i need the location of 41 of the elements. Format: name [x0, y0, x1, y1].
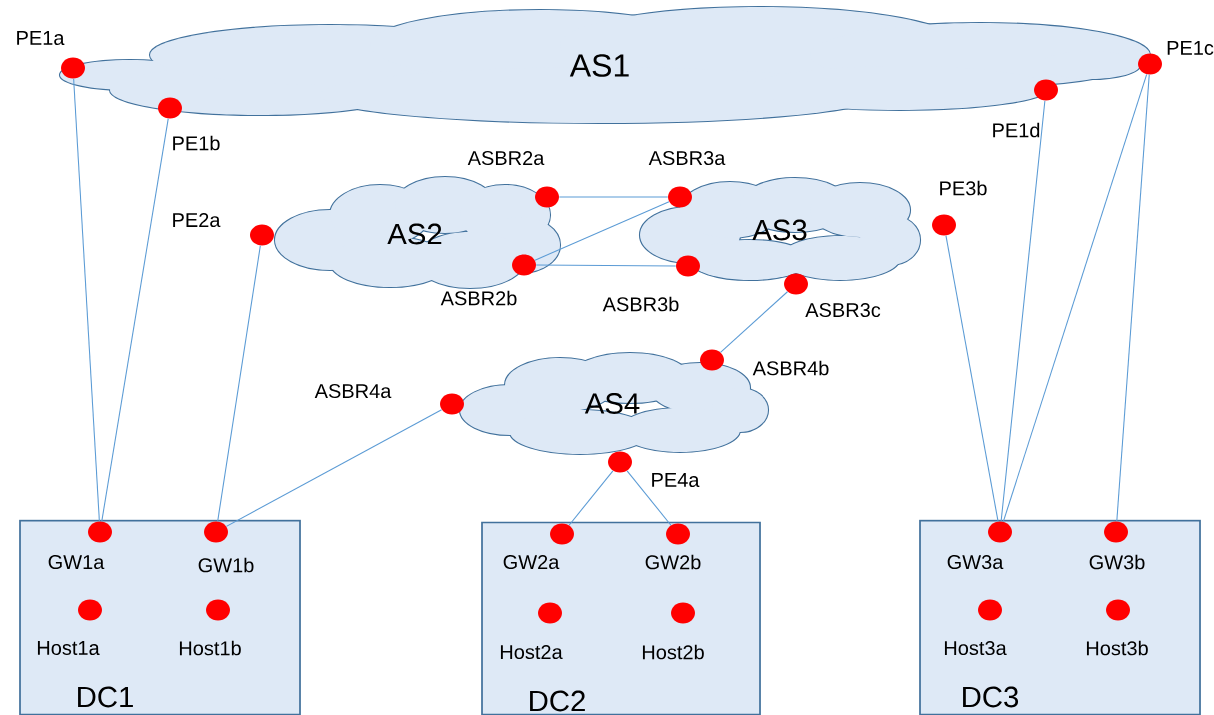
link-line	[535, 264, 677, 267]
node-label: Host2b	[642, 644, 704, 660]
node-label: ASBR2a	[467, 150, 545, 166]
link-line	[73, 78, 100, 522]
node-label: PE3b	[940, 180, 987, 196]
node-label: ASBR4b	[752, 360, 829, 376]
node-label: Host1b	[179, 640, 241, 656]
node-label: GW1b	[198, 557, 254, 573]
node-label: ASBR4a	[314, 383, 392, 399]
link-line	[945, 235, 999, 522]
node-label: Host2a	[500, 644, 563, 660]
link-line	[217, 245, 261, 522]
link-line	[568, 470, 614, 526]
link-line	[720, 291, 788, 353]
link-line	[558, 196, 669, 198]
node-label: GW3a	[947, 554, 1004, 570]
node-label: PE1c	[1167, 41, 1214, 55]
node-label: Host1a	[37, 641, 100, 655]
link-line	[534, 201, 670, 261]
node-label: GW3b	[1089, 554, 1145, 570]
node-label: PE1b	[173, 135, 220, 151]
node-label: ASBR3a	[648, 150, 726, 166]
node-label: GW1a	[48, 554, 105, 570]
node-label: ASBR3c	[805, 302, 881, 318]
node-label: AS4	[584, 393, 640, 414]
node-label: GW2a	[503, 554, 560, 570]
node-label: AS2	[387, 223, 442, 245]
node-label: ASBR3b	[602, 296, 679, 312]
link-line	[1002, 73, 1148, 523]
node-label: ASBR2b	[440, 290, 517, 306]
node-label: Host3b	[1086, 640, 1148, 656]
link-line	[1116, 74, 1150, 522]
node-label: PE1d	[993, 122, 1040, 138]
node-label: Host3a	[944, 640, 1007, 656]
link-line	[225, 409, 443, 527]
link-line	[101, 118, 169, 522]
node-label: PE4a	[652, 473, 700, 487]
link-line	[626, 470, 672, 526]
link-line	[1000, 100, 1046, 522]
node-label: PE2a	[173, 212, 221, 228]
node-label: GW2b	[645, 554, 701, 570]
